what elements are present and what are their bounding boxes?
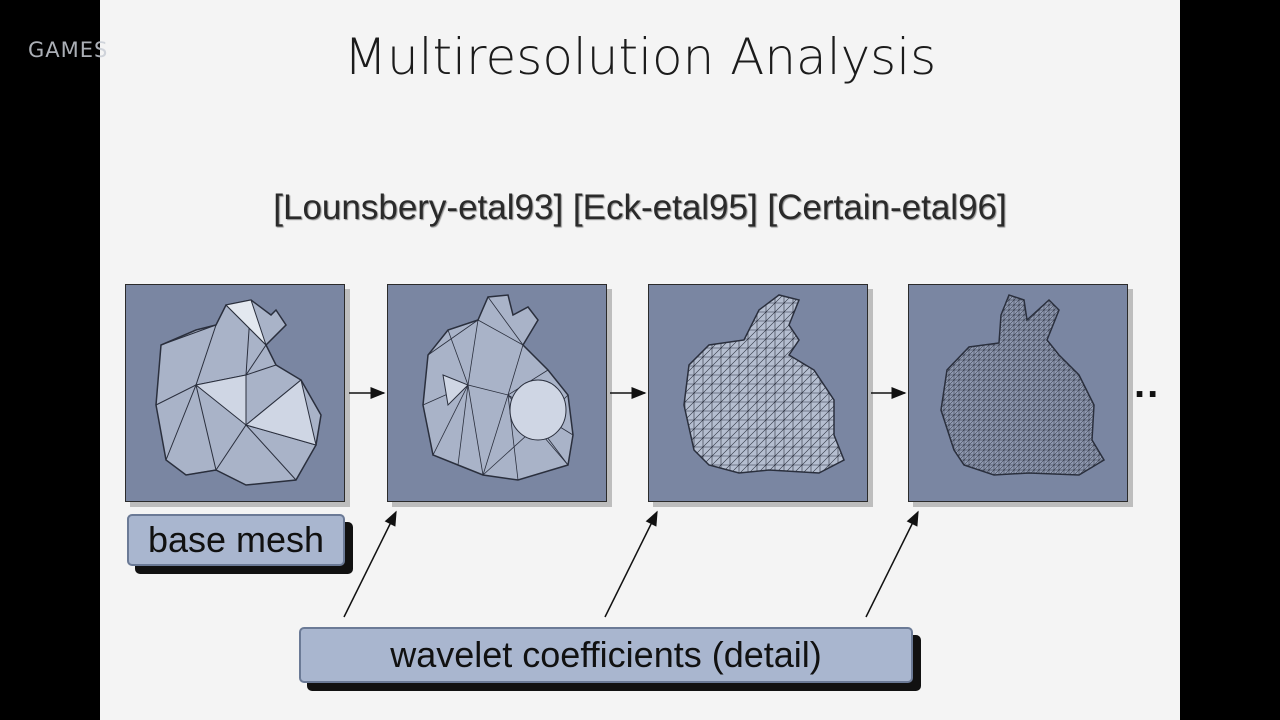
slide-title: Multiresolution Analysis xyxy=(343,28,937,86)
mesh-panel-1 xyxy=(125,284,345,502)
base-mesh-label: base mesh xyxy=(127,514,345,566)
bunny-mesh-level2-image xyxy=(422,294,574,481)
watermark: GAMES xyxy=(28,38,109,62)
bunny-mesh-level3-image xyxy=(683,294,845,474)
mesh-panel-2 xyxy=(387,284,607,502)
bunny-mesh-coarse-image xyxy=(155,299,322,486)
bunny-mesh-fine-image xyxy=(940,294,1106,476)
references-text: [Lounsbery-etal93] [Eck-etal95] [Certain… xyxy=(273,188,1007,227)
wavelet-coefficients-label: wavelet coefficients (detail) xyxy=(299,627,913,683)
continuation-dots: .. xyxy=(1134,362,1161,406)
mesh-panel-3 xyxy=(648,284,868,502)
mesh-panel-4 xyxy=(908,284,1128,502)
